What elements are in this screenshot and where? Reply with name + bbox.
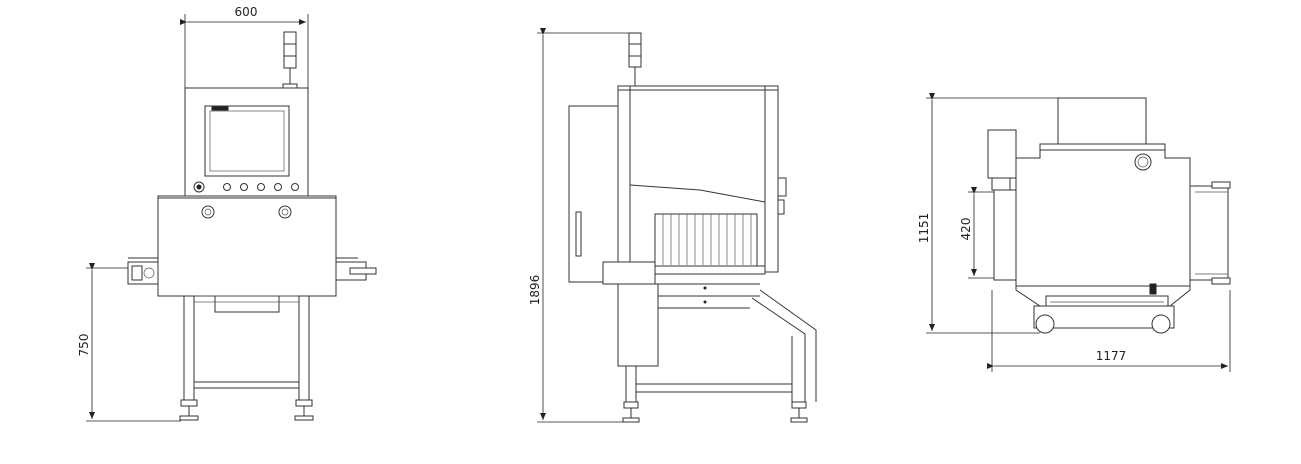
label-top-conveyor: 420: [959, 218, 973, 241]
dimension-top-width: [987, 290, 1231, 372]
top-view: [987, 97, 1231, 334]
front-view: [127, 31, 377, 421]
lead-curtains: [654, 213, 758, 273]
label-side-height: 1896: [528, 275, 542, 306]
touchscreen: [204, 105, 290, 177]
label-front-height: 750: [77, 334, 91, 357]
dimension-front-width: [180, 14, 309, 88]
dimension-front-height: [86, 263, 181, 422]
label-front-width: 600: [235, 5, 258, 19]
dimension-top-depth: [926, 93, 1058, 334]
control-buttons: [193, 181, 299, 193]
side-view: [568, 32, 817, 423]
label-top-width: 1177: [1096, 349, 1127, 363]
dimension-top-conveyor: [968, 187, 994, 279]
label-top-depth: 1151: [917, 213, 931, 244]
dimension-side-height: [537, 28, 629, 423]
